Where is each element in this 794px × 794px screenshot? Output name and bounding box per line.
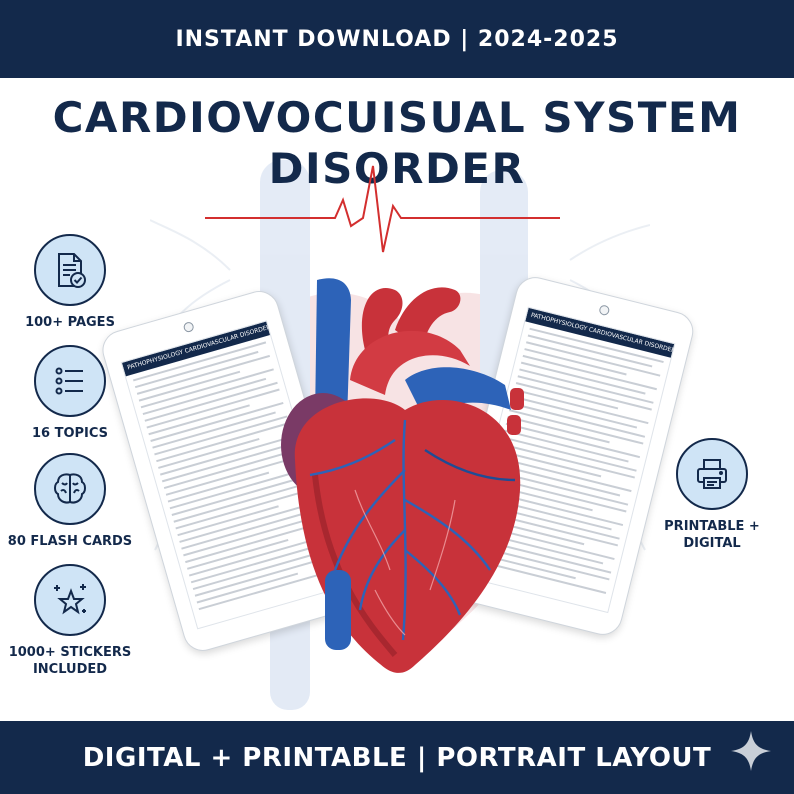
feature-icon-circle — [34, 453, 106, 525]
feature-label: PRINTABLE + DIGITAL — [664, 519, 760, 551]
tablet-camera — [182, 320, 195, 334]
feature-flash-cards: 80 FLASH CARDS — [0, 453, 145, 550]
tablet-camera — [598, 304, 611, 317]
feature-label: 16 TOPICS — [31, 426, 109, 441]
document-check-icon — [58, 253, 86, 288]
feature-icon-circle — [34, 564, 106, 636]
feature-pages: 100+ PAGES — [0, 234, 145, 331]
ekg-line — [205, 165, 560, 253]
printer-icon — [697, 459, 727, 489]
feature-printable-digital: PRINTABLE + DIGITAL — [637, 438, 787, 552]
list-icon — [55, 367, 83, 395]
heart-illustration — [281, 278, 524, 673]
sparkle-star-icon — [54, 584, 86, 615]
feature-icon-circle — [676, 438, 748, 510]
feature-label: 80 FLASH CARDS — [7, 534, 133, 549]
feature-label: 100+ PAGES — [25, 315, 115, 330]
top-banner: INSTANT DOWNLOAD | 2024-2025 — [0, 0, 794, 78]
feature-label: 1000+ STICKERS INCLUDED — [8, 645, 132, 677]
feature-icon-circle — [34, 234, 106, 306]
bottom-banner: DIGITAL + PRINTABLE | PORTRAIT LAYOUT — [0, 721, 794, 794]
feature-stickers: 1000+ STICKERS INCLUDED — [0, 564, 145, 678]
feature-icon-circle — [34, 345, 106, 417]
brain-icon — [54, 473, 86, 504]
product-title-line-1: CARDIOVOCUISUAL SYSTEM — [52, 93, 742, 142]
feature-topics: 16 TOPICS — [0, 345, 145, 442]
product-title-line-2: DISORDER — [268, 144, 526, 193]
sparkle-icon — [731, 731, 771, 771]
